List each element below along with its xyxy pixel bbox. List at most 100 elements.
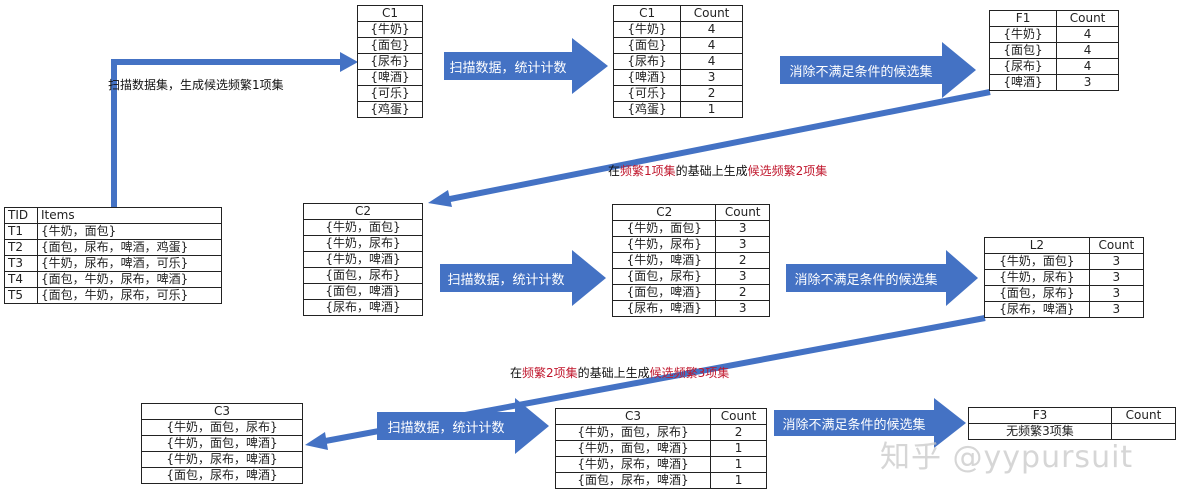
c3-table: C3 {牛奶，面包，尿布} {牛奶，面包，啤酒} {牛奶，尿布，啤酒} {面包，… <box>141 403 303 484</box>
itemset-cell: {尿布} <box>988 58 1058 75</box>
caption-text: 的基础上生成 <box>577 366 650 380</box>
table-row: {牛奶，啤酒}2 <box>611 252 770 269</box>
connector-transactions-to-c1 <box>111 59 340 207</box>
c1-table: C1 {牛奶} {面包} {尿布} {啤酒} {可乐} {鸡蛋} <box>357 5 423 118</box>
column-header-itemset: C1 <box>612 5 682 22</box>
count-cell: 2 <box>715 252 770 269</box>
scan-arrow-3 <box>377 398 549 454</box>
column-header-count: Count <box>680 5 743 22</box>
table-row: T4{面包，牛奶，尿布，啤酒} <box>4 271 222 288</box>
table-row: {面包}4 <box>612 37 743 54</box>
table-row: 无频繁3项集 <box>968 423 1176 440</box>
column-header-count: Count <box>1056 10 1119 27</box>
caption-highlight: 频繁2项集 <box>522 366 578 380</box>
table-row: {牛奶，尿布}3 <box>984 269 1145 286</box>
itemset-cell: {面包，尿布} <box>984 285 1090 302</box>
c2-cell: {尿布，啤酒} <box>303 299 423 316</box>
c2-cell: {面包，尿布} <box>303 267 423 284</box>
itemset-cell: {牛奶，面包，尿布} <box>554 424 712 441</box>
column-header-tid: TID <box>4 207 38 224</box>
caption-text: 的基础上生成 <box>675 164 748 178</box>
connector-f1-to-c2 <box>444 89 991 203</box>
count-cell: 3 <box>715 236 770 253</box>
column-header-itemset: C3 <box>554 408 712 425</box>
arrowhead-to-c2 <box>428 190 452 207</box>
itemset-cell: {牛奶，面包} <box>984 253 1090 270</box>
tid-cell: T2 <box>4 239 38 256</box>
table-row: {啤酒}3 <box>988 74 1119 91</box>
count-cell: 3 <box>680 69 743 86</box>
count-cell: 1 <box>710 440 767 457</box>
caption-text: 在 <box>608 164 621 178</box>
prune-arrow-2-label: 消除不满足条件的候选集 <box>794 272 938 288</box>
caption-generate-c1: 扫描数据集，生成候选频繁1项集 <box>108 78 284 92</box>
itemset-cell: 无频繁3项集 <box>968 423 1112 440</box>
transactions-table: TID Items T1{牛奶，面包} T2{面包，尿布，啤酒，鸡蛋} T3{牛… <box>4 207 222 304</box>
itemset-cell: {牛奶} <box>988 26 1058 43</box>
c3-cell: {牛奶，面包，尿布} <box>141 419 303 436</box>
table-row: {面包，啤酒}2 <box>611 284 770 301</box>
table-row: {牛奶，面包，啤酒}1 <box>554 440 767 457</box>
arrowhead-to-c3 <box>305 432 328 450</box>
itemset-cell: {牛奶，面包} <box>611 220 717 237</box>
column-header-count: Count <box>715 204 770 221</box>
prune-arrow-3 <box>774 398 966 448</box>
itemset-cell: {尿布，啤酒} <box>611 300 717 317</box>
column-header-itemset: F3 <box>968 407 1112 424</box>
items-cell: {牛奶，尿布，啤酒，可乐} <box>37 255 222 272</box>
table-row: {尿布}4 <box>988 58 1119 75</box>
count-cell: 3 <box>1056 74 1119 91</box>
count-cell: 3 <box>1088 301 1145 318</box>
table-row: {面包，尿布}3 <box>984 285 1145 302</box>
caption-highlight: 候选频繁3项集 <box>649 366 730 380</box>
tid-cell: T4 <box>4 271 38 288</box>
table-row: {牛奶，面包}3 <box>611 220 770 237</box>
table-row: {尿布}4 <box>612 53 743 70</box>
count-cell: 4 <box>680 37 743 54</box>
itemset-cell: {面包} <box>988 42 1058 59</box>
c1-cell: {面包} <box>357 37 423 54</box>
count-cell: 3 <box>715 268 770 285</box>
table-row: {面包，尿布}3 <box>611 268 770 285</box>
scan-arrow-1 <box>444 38 608 94</box>
count-cell: 4 <box>1056 42 1119 59</box>
table-row: {牛奶，面包}3 <box>984 253 1145 270</box>
c1-header: C1 <box>357 5 423 22</box>
c2-cell: {牛奶，啤酒} <box>303 251 423 268</box>
itemset-cell: {鸡蛋} <box>612 101 682 118</box>
count-cell: 3 <box>715 300 770 317</box>
prune-arrow-1-label: 消除不满足条件的候选集 <box>789 64 933 80</box>
prune-arrow-1 <box>780 42 976 98</box>
count-cell: 3 <box>1088 253 1145 270</box>
column-header-count: Count <box>1111 407 1176 424</box>
table-row: {牛奶}4 <box>612 21 743 38</box>
itemset-cell: {尿布} <box>612 53 682 70</box>
count-cell <box>1111 423 1176 440</box>
scan-arrow-2 <box>440 250 606 306</box>
table-row: {啤酒}3 <box>612 69 743 86</box>
tid-cell: T5 <box>4 287 38 304</box>
arrowhead-to-c1 <box>340 52 358 72</box>
caption-generate-c3: 在频繁2项集的基础上生成候选频繁3项集 <box>510 364 729 381</box>
items-cell: {面包，牛奶，尿布，啤酒} <box>37 271 222 288</box>
column-header-itemset: C2 <box>611 204 717 221</box>
count-cell: 4 <box>1056 26 1119 43</box>
table-row: T3{牛奶，尿布，啤酒，可乐} <box>4 255 222 272</box>
itemset-cell: {面包，尿布，啤酒} <box>554 472 712 489</box>
c2-table: C2 {牛奶，面包} {牛奶，尿布} {牛奶，啤酒} {面包，尿布} {面包，啤… <box>303 203 423 316</box>
c1-cell: {尿布} <box>357 53 423 70</box>
scan-arrow-1-label: 扫描数据，统计计数 <box>449 60 567 76</box>
c2-cell: {牛奶，面包} <box>303 219 423 236</box>
caption-text: 在 <box>510 366 523 380</box>
c2-cell: {面包，啤酒} <box>303 283 423 300</box>
itemset-cell: {牛奶，尿布，啤酒} <box>554 456 712 473</box>
itemset-cell: {牛奶，尿布} <box>984 269 1090 286</box>
c3-cell: {牛奶，尿布，啤酒} <box>141 451 303 468</box>
items-cell: {牛奶，面包} <box>37 223 222 240</box>
itemset-cell: {尿布，啤酒} <box>984 301 1090 318</box>
tid-cell: T1 <box>4 223 38 240</box>
